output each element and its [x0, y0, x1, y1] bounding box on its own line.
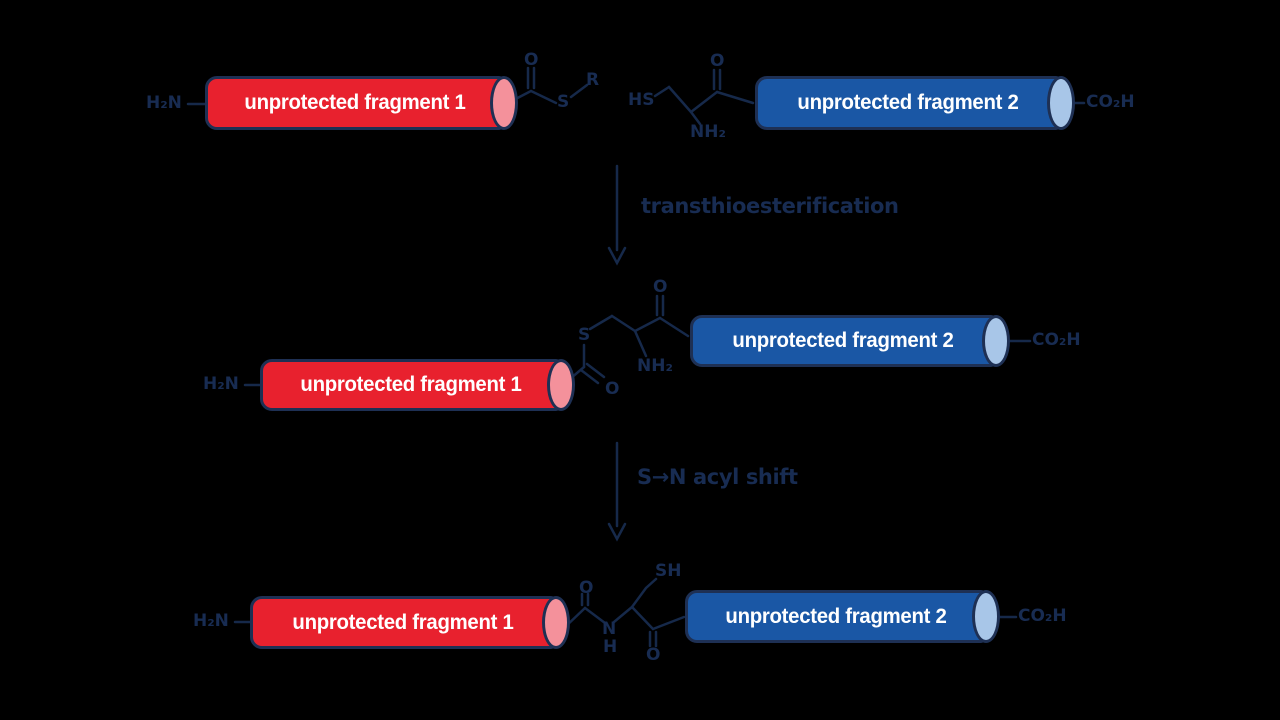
chem-label-sulfur: S [557, 92, 570, 112]
chem-label-amine-side: NH₂ [690, 122, 726, 142]
chem-label-thiol-sh: SH [655, 561, 682, 581]
down-arrow-1-head [607, 246, 627, 266]
chem-label-hydrogen: H [603, 637, 618, 657]
chem-label-r-group: R [586, 70, 600, 90]
cylinder-end-cap [972, 590, 1000, 643]
chem-label-acid: CO₂H [1032, 330, 1081, 350]
fragment2-cylinder-middle: unprotected fragment 2 [690, 315, 1010, 367]
fragment2-label: unprotected fragment 2 [797, 91, 1019, 114]
chem-label-amine: H₂N [146, 93, 182, 113]
cylinder-body: unprotected fragment 2 [755, 76, 1061, 130]
chem-label-oxygen: O [524, 50, 539, 70]
chem-label-oxygen: O [605, 379, 620, 399]
fragment1-cylinder-top: unprotected fragment 1 [205, 76, 518, 130]
chem-label-nitrogen: N [602, 619, 617, 639]
down-arrow-2-head [607, 522, 627, 542]
fragment2-label: unprotected fragment 2 [724, 604, 947, 628]
chem-label-amine: H₂N [193, 611, 229, 631]
chem-label-acid: CO₂H [1086, 92, 1135, 112]
cylinder-body: unprotected fragment 1 [205, 76, 504, 130]
fragment1-label: unprotected fragment 1 [243, 91, 466, 114]
fragment1-cylinder-bottom: unprotected fragment 1 [250, 596, 570, 649]
chem-label-amine: H₂N [203, 374, 239, 394]
chem-label-oxygen: O [646, 645, 661, 665]
cylinder-end-cap [982, 315, 1010, 367]
cylinder-body: unprotected fragment 1 [250, 596, 556, 649]
fragment2-cylinder-bottom: unprotected fragment 2 [685, 590, 1000, 643]
cylinder-end-cap [547, 359, 575, 411]
cylinder-body: unprotected fragment 1 [260, 359, 561, 411]
chem-label-thiol: HS [628, 90, 655, 110]
chem-label-acid: CO₂H [1018, 606, 1067, 626]
chem-label-sulfur: S [578, 325, 591, 345]
chem-label-oxygen: O [653, 277, 668, 297]
fragment2-cylinder-top: unprotected fragment 2 [755, 76, 1075, 130]
fragment1-label: unprotected fragment 1 [292, 610, 514, 634]
cylinder-body: unprotected fragment 2 [685, 590, 986, 643]
cylinder-body: unprotected fragment 2 [690, 315, 996, 367]
step1-label: transthioesterification [641, 194, 899, 218]
step2-label: S→N acyl shift [637, 465, 798, 489]
chem-label-oxygen: O [710, 51, 725, 71]
cylinder-end-cap [1047, 76, 1075, 130]
cylinder-end-cap [490, 76, 518, 130]
fragment1-cylinder-middle: unprotected fragment 1 [260, 359, 575, 411]
fragment1-label: unprotected fragment 1 [299, 373, 522, 396]
fragment2-label: unprotected fragment 2 [732, 329, 954, 352]
reaction-arrows [607, 164, 627, 542]
chem-label-amine-side: NH₂ [637, 356, 673, 376]
cylinder-end-cap [542, 596, 570, 649]
chem-label-oxygen: O [579, 578, 594, 598]
